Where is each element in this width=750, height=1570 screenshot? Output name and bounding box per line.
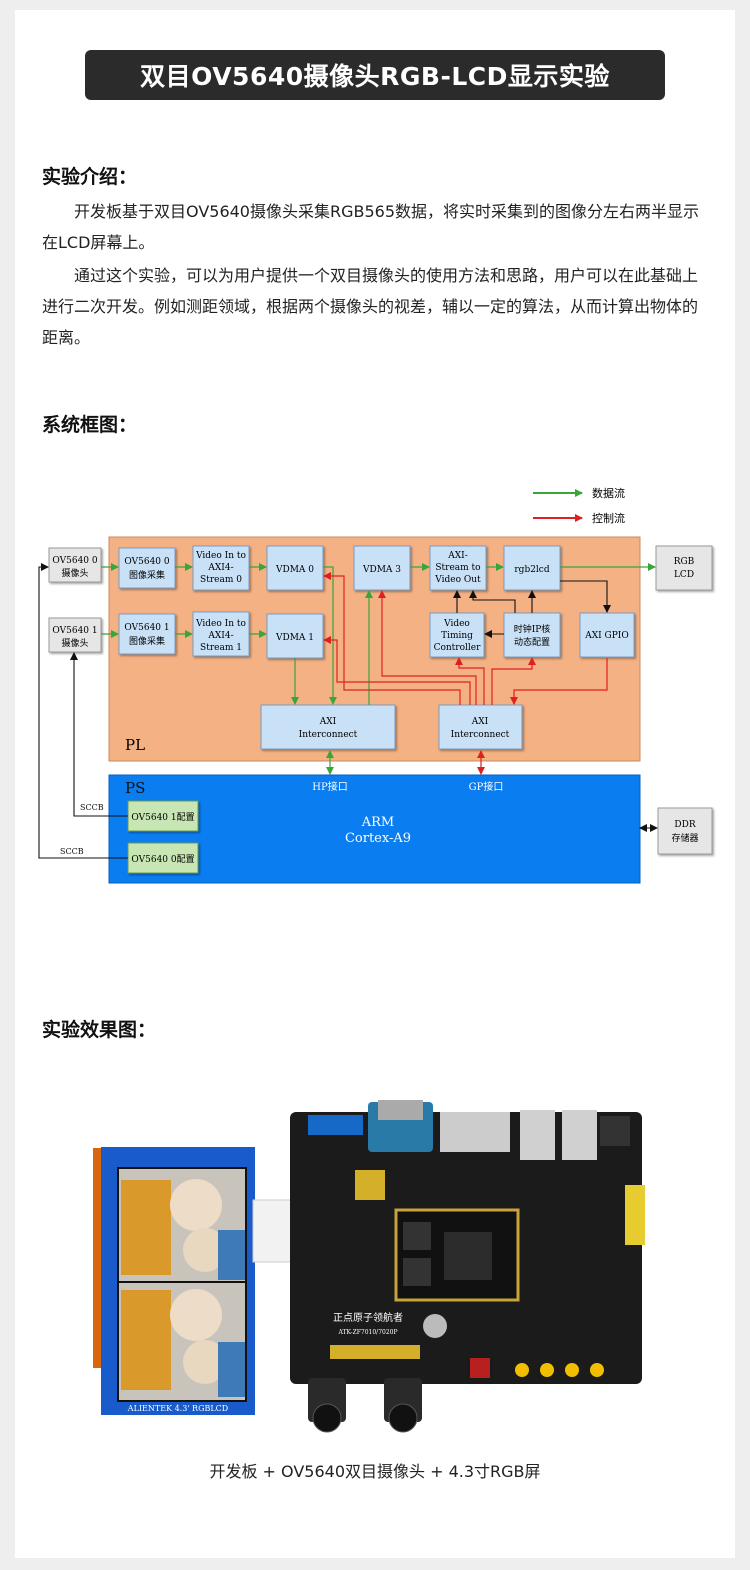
svg-text:VDMA 1: VDMA 1	[275, 633, 314, 643]
rgb2lcd-block	[503, 545, 561, 591]
svg-text:LCD: LCD	[674, 570, 694, 580]
legend-control-label: 控制流	[592, 511, 625, 525]
svg-text:AXI4-: AXI4-	[207, 631, 233, 641]
svg-text:Video In to: Video In to	[195, 551, 246, 561]
intro-paragraph-2: 通过这个实验，可以为用户提供一个双目摄像头的使用方法和思路，用户可以在此基础上进…	[42, 266, 699, 347]
board-label: 正点原子领航者	[333, 1311, 403, 1324]
ov5640-1-config-block	[127, 800, 199, 832]
hp-interface-label: HP接口	[312, 780, 347, 793]
svg-text:摄像头: 摄像头	[61, 567, 88, 579]
data-flow-arrows	[101, 563, 656, 775]
arm-label-1: ARM	[361, 815, 395, 830]
svg-text:VDMA 0: VDMA 0	[275, 565, 314, 575]
sccb-label-0: SCCB	[60, 847, 84, 856]
svg-text:AXI: AXI	[319, 717, 337, 727]
gp-interface-label: GP接口	[469, 780, 504, 793]
system-heading: 系统框图：	[42, 414, 138, 436]
result-photo: ALIENTEK 4.3' RGBLCD 正点原子领航者 ATK-ZF7010/…	[93, 1100, 645, 1433]
svg-text:Controller: Controller	[434, 643, 482, 653]
axi-interconnect-hp-block	[260, 704, 396, 750]
svg-text:摄像头: 摄像头	[61, 637, 88, 649]
axi-stream-to-video-out-block	[429, 545, 487, 591]
svg-text:动态配置: 动态配置	[514, 636, 550, 648]
svg-text:时钟IP核: 时钟IP核	[514, 623, 551, 635]
signal-arrows	[38, 563, 658, 859]
svg-text:图像采集: 图像采集	[129, 569, 165, 581]
camera-1-block	[48, 617, 102, 653]
result-heading: 实验效果图：	[42, 1019, 157, 1041]
dual-camera-module	[308, 1378, 422, 1433]
dev-board: 正点原子领航者 ATK-ZF7010/7020P	[290, 1100, 645, 1384]
svg-text:OV5640 0: OV5640 0	[52, 556, 97, 566]
svg-text:Video: Video	[443, 619, 470, 629]
svg-text:AXI-: AXI-	[447, 551, 468, 561]
clock-ip-config-block	[503, 612, 561, 658]
vdma-3-block	[353, 545, 411, 591]
camera-0-block	[48, 547, 102, 583]
svg-text:Stream 0: Stream 0	[200, 575, 242, 585]
pl-label: PL	[125, 736, 145, 754]
svg-text:rgb2lcd: rgb2lcd	[514, 565, 549, 575]
svg-text:OV5640 1配置: OV5640 1配置	[131, 812, 194, 823]
page-title: 双目OV5640摄像头RGB-LCD显示实验	[85, 50, 665, 100]
vdma-0-block	[266, 545, 324, 591]
capture-1-block	[118, 613, 176, 655]
intro-paragraph-1: 开发板基于双目OV5640摄像头采集RGB565数据，将实时采集到的图像分左右两…	[42, 202, 700, 252]
ddr-block	[657, 807, 713, 855]
sccb-label-1: SCCB	[80, 803, 104, 812]
svg-text:Stream 1: Stream 1	[200, 643, 242, 653]
arm-label-2: Cortex-A9	[345, 831, 411, 846]
svg-text:RGB: RGB	[674, 557, 695, 567]
intro-heading: 实验介绍：	[42, 166, 138, 188]
system-block-diagram: 数据流 控制流 PL PS ARM Cortex-A9 OV5640 0 摄像头…	[38, 486, 713, 884]
capture-0-block	[118, 547, 176, 589]
svg-text:AXI: AXI	[471, 717, 489, 727]
svg-text:OV5640 0配置: OV5640 0配置	[131, 854, 194, 865]
svg-text:OV5640 1: OV5640 1	[52, 626, 97, 636]
svg-text:Video In to: Video In to	[195, 619, 246, 629]
svg-text:存储器: 存储器	[671, 832, 698, 844]
svg-text:Timing: Timing	[441, 631, 473, 641]
legend-data-label: 数据流	[592, 486, 625, 500]
svg-text:图像采集: 图像采集	[129, 635, 165, 647]
svg-text:Stream to: Stream to	[435, 563, 480, 573]
svg-text:AXI GPIO: AXI GPIO	[584, 631, 629, 641]
rgb-lcd-block	[655, 545, 713, 591]
svg-text:Interconnect: Interconnect	[451, 730, 510, 740]
svg-text:OV5640 1: OV5640 1	[124, 623, 169, 633]
axi-gpio-block	[579, 612, 635, 658]
ps-label: PS	[125, 779, 145, 797]
svg-text:OV5640 0: OV5640 0	[124, 557, 169, 567]
control-flow-arrows	[323, 572, 608, 775]
svg-text:AXI4-: AXI4-	[207, 563, 233, 573]
axi-interconnect-gp-block	[438, 704, 523, 750]
svg-text:VDMA 3: VDMA 3	[362, 565, 401, 575]
lcd-label: ALIENTEK 4.3' RGBLCD	[127, 1404, 228, 1413]
lcd-screen: ALIENTEK 4.3' RGBLCD	[93, 1147, 255, 1415]
svg-text:Interconnect: Interconnect	[299, 730, 358, 740]
svg-text:Video Out: Video Out	[434, 575, 481, 585]
result-caption: 开发板 + OV5640双目摄像头 + 4.3寸RGB屏	[209, 1462, 541, 1481]
svg-text:DDR: DDR	[674, 820, 695, 830]
video-in-0-block	[192, 545, 250, 591]
board-model-label: ATK-ZF7010/7020P	[337, 1329, 397, 1336]
